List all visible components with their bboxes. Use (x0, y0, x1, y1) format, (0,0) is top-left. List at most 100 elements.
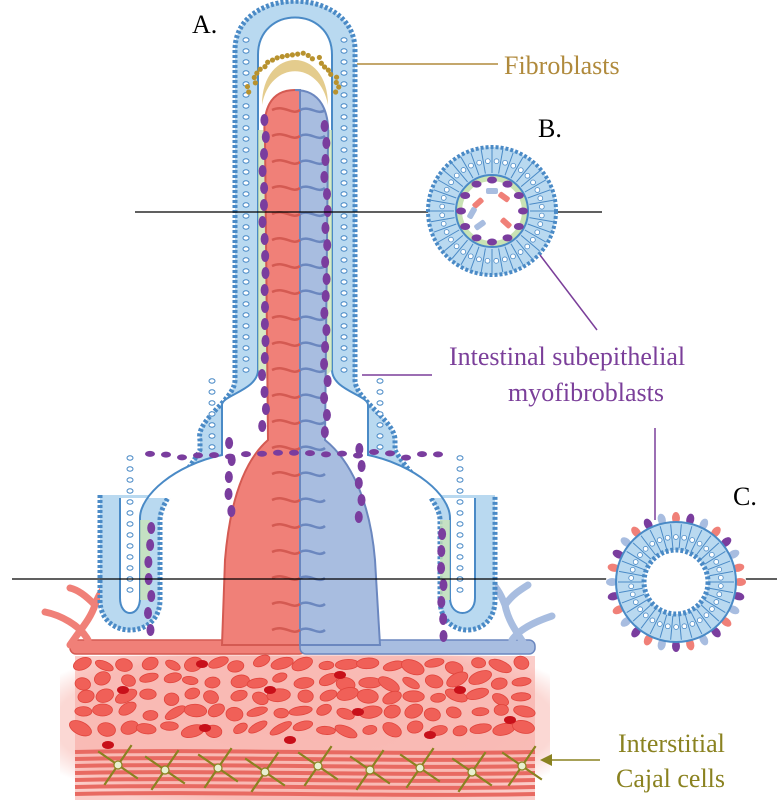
epithelial-nucleus (209, 390, 215, 394)
muscle-fiber (75, 765, 535, 767)
epithelial-nucleus (477, 160, 482, 165)
myofibroblast (385, 450, 395, 456)
epithelial-nucleus (243, 49, 249, 53)
epithelial-nucleus (243, 137, 249, 141)
epithelial-nucleus (243, 258, 249, 262)
epithelial-nucleus (243, 302, 249, 306)
epithelial-nucleus (127, 544, 133, 548)
epithelial-nucleus (682, 535, 687, 540)
epithelial-nucleus (127, 566, 133, 570)
myofibroblast (514, 223, 524, 230)
epithelial-nucleus (441, 221, 446, 226)
epithelial-nucleus (377, 401, 383, 405)
epithelial-nucleus (377, 379, 383, 383)
epithelial-nucleus (539, 213, 544, 218)
epithelial-nucleus (243, 269, 249, 273)
epithelial-nucleus (243, 203, 249, 207)
myofibroblast (261, 250, 269, 262)
fibroblast (333, 89, 338, 94)
epithelial-nucleus (630, 567, 635, 572)
epithelial-nucleus (341, 203, 347, 207)
epithelial-nucleus (243, 126, 249, 130)
myofibroblast (369, 449, 379, 455)
fibroblast (290, 52, 295, 57)
epithelial-nucleus (657, 538, 662, 543)
myofibroblast (320, 171, 328, 183)
myofibroblast (227, 505, 235, 517)
myofibroblast (321, 341, 329, 353)
epithelial-nucleus (377, 412, 383, 416)
epithelial-nucleus (457, 467, 463, 471)
myofibroblast (487, 239, 497, 246)
myofibroblast (260, 148, 268, 160)
muscle-nucleus (454, 686, 466, 694)
myofibroblast (324, 375, 332, 387)
myofibroblast (321, 426, 329, 438)
myofibroblast (437, 562, 445, 574)
epithelial-nucleus (209, 434, 215, 438)
myofibroblast (321, 154, 329, 166)
muscle-nucleus (117, 686, 129, 694)
epithelial-nucleus (665, 535, 670, 540)
label-panel-a: A. (192, 10, 217, 39)
myofibroblast (353, 453, 363, 459)
epithelial-nucleus (341, 49, 347, 53)
muscle-fiber (75, 793, 535, 795)
epithelial-nucleus (530, 237, 535, 242)
epithelial-nucleus (209, 379, 215, 383)
epithelial-nucleus (444, 187, 449, 192)
myofibroblast (261, 301, 269, 313)
epithelial-nucleus (674, 625, 679, 630)
epithelial-nucleus (535, 230, 540, 235)
epithelial-nucleus (341, 181, 347, 185)
fibroblast (306, 53, 311, 58)
epithelial-nucleus (441, 196, 446, 201)
myofibroblast (144, 607, 152, 619)
epithelial-nucleus (531, 180, 536, 185)
myofibroblast (305, 450, 315, 456)
fibroblast (252, 75, 257, 80)
fibroblast (285, 53, 290, 58)
epithelial-nucleus (494, 258, 499, 263)
myofibroblast (503, 234, 513, 241)
epithelial-nucleus (341, 82, 347, 86)
epithelial-nucleus (717, 592, 722, 597)
epithelial-nucleus (440, 204, 445, 209)
epithelial-nucleus (341, 93, 347, 97)
epithelial-nucleus (127, 533, 133, 537)
muscle-fiber (75, 751, 535, 753)
epithelial-nucleus (127, 500, 133, 504)
epithelial-nucleus (518, 250, 523, 255)
muscle-nucleus (424, 731, 436, 739)
epithelial-nucleus (485, 258, 490, 263)
epithelial-nucleus (127, 511, 133, 515)
epithelial-nucleus (457, 566, 463, 570)
epithelial-nucleus (243, 335, 249, 339)
myofibroblast (324, 205, 332, 217)
epithelial-nucleus (127, 467, 133, 471)
myofibroblast (337, 451, 347, 457)
epithelial-nucleus (633, 560, 638, 565)
muscle-nucleus (264, 686, 276, 694)
epithelial-nucleus (525, 244, 530, 249)
myofibroblast (358, 494, 366, 506)
muscle-cell (160, 722, 178, 731)
myofibroblast (321, 256, 329, 268)
myofibroblast (262, 131, 270, 143)
myofibroblast (503, 181, 513, 188)
myofibroblast (259, 165, 267, 177)
myofibroblast (258, 369, 266, 381)
muscle-cell (93, 704, 113, 716)
epithelial-nucleus (503, 160, 508, 165)
myofibroblast (439, 613, 447, 625)
myofibroblast (273, 450, 283, 456)
epithelial-nucleus (243, 346, 249, 350)
myofibroblast (358, 460, 366, 472)
myofibroblast (487, 177, 497, 184)
epithelial-nucleus (341, 115, 347, 119)
label-myofibroblasts-line1: Intestinal subepithelial (449, 342, 685, 371)
epithelial-nucleus (243, 236, 249, 240)
myofibroblast (322, 137, 330, 149)
epithelial-nucleus (704, 613, 709, 618)
myofibroblast (261, 352, 269, 364)
